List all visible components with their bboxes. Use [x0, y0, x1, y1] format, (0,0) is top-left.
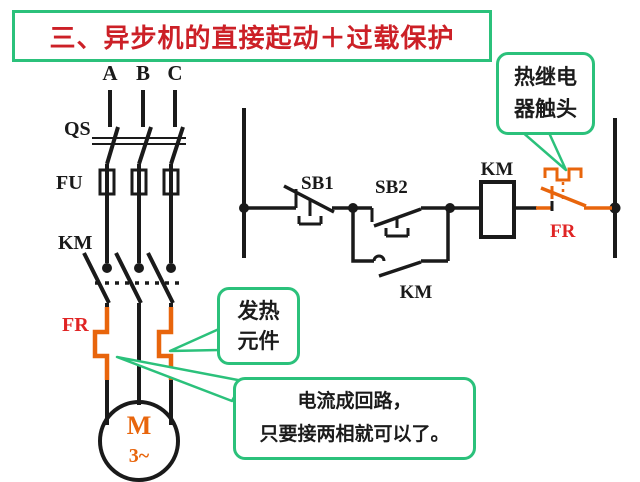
qs-blades: [105, 126, 185, 165]
sb2-start-button: SB2: [370, 177, 450, 238]
km-coil-label: KM: [481, 159, 514, 180]
km-coil: KM: [450, 159, 537, 239]
callout-line: 元件: [237, 329, 280, 353]
motor-circle: [98, 400, 180, 482]
motor: M 3~: [98, 400, 180, 482]
fr-thermal-contact: FR: [536, 167, 612, 242]
fuse-wires: [105, 164, 173, 263]
phase-a-label: A: [102, 61, 118, 85]
callout-line: 电流成回路，: [297, 391, 412, 413]
callout-line: 只要接两相就可以了。: [259, 423, 450, 445]
km-blades: [82, 252, 175, 304]
sb1-label: SB1: [301, 173, 334, 194]
km-aux-label: KM: [400, 282, 433, 303]
heater-c: [156, 307, 174, 380]
fuse-a: [98, 168, 116, 196]
km-selfhold-contact: KM: [351, 211, 450, 303]
fr-contact-label: FR: [550, 221, 576, 242]
sb1-actuator: [297, 199, 323, 226]
callout-line: 热继电: [514, 65, 577, 89]
fuse-c: [162, 168, 180, 196]
node-right: [609, 202, 621, 214]
sb2-blade: [373, 207, 422, 228]
aux-terminal-hook: [372, 254, 386, 262]
slide-title-text: 三、异步机的直接起动＋过载保护: [49, 23, 455, 53]
callout-line: 器触头: [514, 96, 577, 121]
km-main-label: KM: [58, 232, 93, 254]
phase-b-label: B: [136, 61, 150, 85]
phase-c-label: C: [167, 61, 182, 85]
qs-switch: QS: [64, 118, 186, 165]
sb1-stop-button: SB1: [244, 173, 372, 226]
heating-callout-tail: [168, 327, 221, 353]
motor-phase-label: 3~: [129, 445, 150, 467]
callout-line: 发热: [237, 298, 280, 323]
callout-heating-element: 发热 元件: [217, 287, 300, 365]
aux-blade: [378, 260, 422, 278]
heater-a: [92, 307, 110, 380]
fu-fuses: FU: [56, 168, 180, 196]
callout-thermal-contact: 热继电 器触头: [496, 52, 595, 135]
slide-title: 三、异步机的直接起动＋过载保护: [12, 10, 492, 62]
control-circuit: SB1 SB2 KM: [239, 108, 621, 303]
qs-label: QS: [64, 118, 91, 140]
aux-right-leg: [421, 211, 450, 263]
sb2-label: SB2: [375, 177, 408, 198]
motor-letter: M: [127, 411, 152, 440]
sb2-actuator: [384, 218, 410, 238]
qs-linkage: [92, 137, 186, 145]
fuse-b: [130, 168, 148, 196]
power-circuit: A B C QS FU KM: [56, 61, 186, 482]
fr-main-label: FR: [62, 314, 89, 336]
km-coil-rect: [479, 180, 516, 239]
contact-tip-a: [102, 263, 112, 273]
aux-left-leg: [351, 211, 374, 263]
incoming-wires: [108, 90, 177, 127]
fu-label: FU: [56, 172, 83, 194]
km-main-contacts: KM: [58, 232, 183, 304]
fr-thermal-symbol: [543, 167, 583, 182]
contact-tip-c: [166, 263, 176, 273]
contact-tip-b: [134, 263, 144, 273]
callout-loop-note: 电流成回路， 只要接两相就可以了。: [233, 377, 476, 460]
